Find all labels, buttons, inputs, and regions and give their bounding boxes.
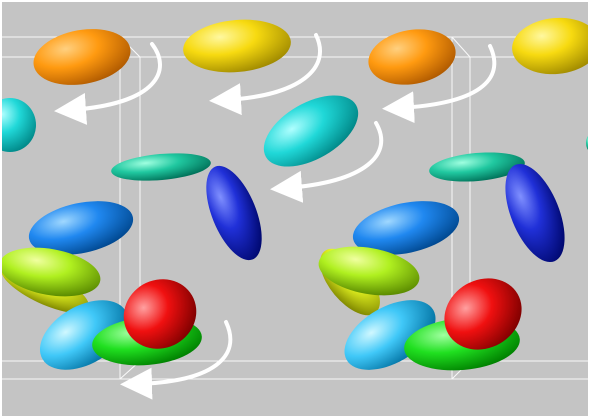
rotation-arrow-top-left [54, 42, 162, 125]
blue-ellipsoid [28, 201, 134, 255]
cyan-ellipsoid [0, 98, 36, 152]
orange-ellipsoid [368, 29, 456, 85]
red-ellipsoid [123, 279, 197, 349]
lime-ellipsoid [0, 247, 101, 297]
rotation-arrow-top-right [382, 44, 497, 124]
rotation-arrow-center [270, 121, 384, 203]
teal-ellipsoid [111, 153, 211, 181]
teal-ellipsoid [429, 152, 525, 182]
yellow-ellipsoid [512, 17, 590, 75]
navy-ellipsoid [505, 163, 565, 263]
lime-ellipsoid [318, 246, 420, 296]
red-ellipsoid [444, 278, 522, 350]
cyan-ellipsoid [263, 95, 359, 167]
rotation-arrows [54, 33, 497, 400]
orange-ellipsoid [33, 29, 131, 85]
yellow-ellipsoid [183, 19, 291, 73]
rotation-arrow-top-middle [209, 33, 322, 116]
blue-ellipsoid [352, 201, 460, 255]
navy-ellipsoid [206, 165, 262, 261]
rotation-arrow-bottom [120, 320, 233, 400]
